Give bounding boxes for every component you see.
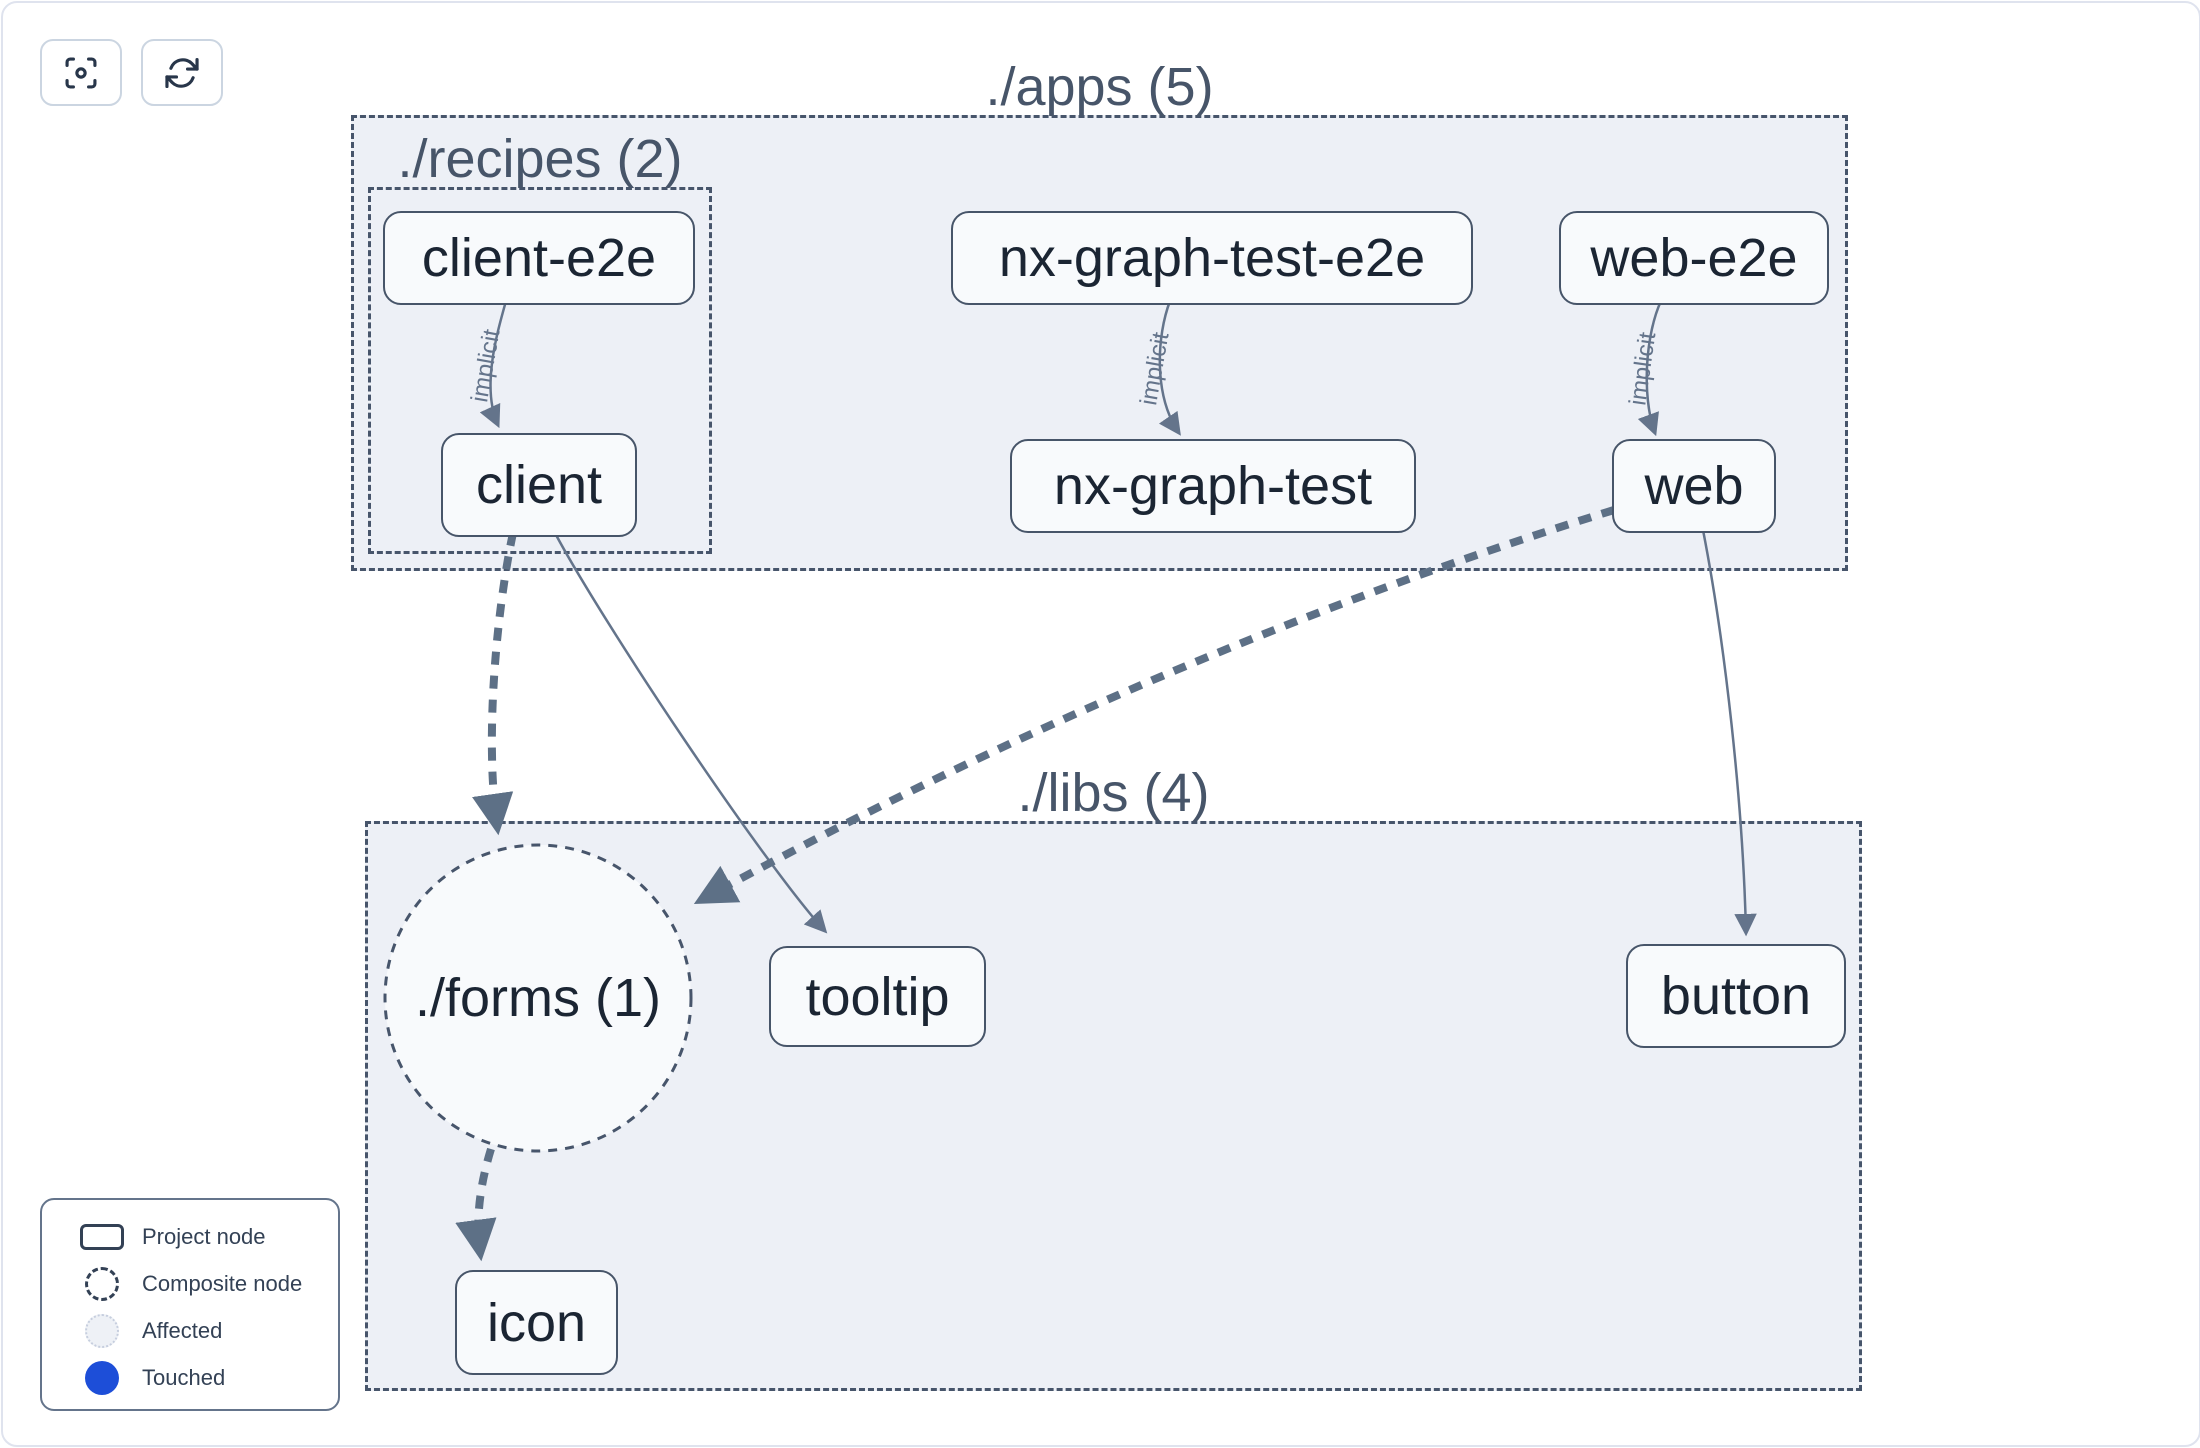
- edge-client-to-forms[interactable]: [472, 532, 517, 836]
- affected-swatch: [85, 1313, 119, 1348]
- edge-client-to-tooltip[interactable]: [553, 532, 828, 934]
- group-recipes: ./recipes (2): [368, 129, 712, 554]
- node-web-e2e[interactable]: web-e2e: [1559, 211, 1829, 305]
- focus-button[interactable]: [40, 39, 122, 106]
- legend: Project node Composite node Affected Tou…: [40, 1198, 340, 1411]
- legend-item-composite-node: Composite node: [42, 1260, 338, 1307]
- toolbar: [40, 39, 223, 106]
- edge-web-to-button[interactable]: [1701, 529, 1757, 937]
- legend-item-project-node: Project node: [42, 1213, 338, 1260]
- composite-node-forms-label[interactable]: ./forms (1): [414, 968, 661, 1028]
- legend-label: Project node: [142, 1223, 266, 1249]
- group-libs-title: ./libs (4): [1017, 763, 1210, 823]
- legend-label: Composite node: [142, 1270, 303, 1296]
- node-icon[interactable]: icon: [455, 1270, 618, 1375]
- composite-node-swatch: [85, 1266, 119, 1301]
- edge-client-e2e-to-client[interactable]: [479, 300, 508, 429]
- edge-web-e2e-to-web[interactable]: [1637, 300, 1663, 437]
- edge-forms-to-icon[interactable]: [455, 1147, 497, 1262]
- group-recipes-title: ./recipes (2): [397, 129, 683, 189]
- node-button[interactable]: button: [1626, 944, 1846, 1048]
- legend-label: Affected: [142, 1317, 223, 1343]
- node-client-e2e[interactable]: client-e2e: [383, 211, 695, 305]
- project-node-swatch: [80, 1223, 124, 1250]
- edge-nx-graph-test-e2e-to-nx-graph-test[interactable]: [1158, 300, 1181, 436]
- node-nx-graph-test[interactable]: nx-graph-test: [1010, 439, 1416, 533]
- focus-crosshair-icon: [65, 56, 97, 89]
- legend-label: Touched: [142, 1364, 226, 1390]
- node-nx-graph-test-e2e[interactable]: nx-graph-test-e2e: [951, 211, 1473, 305]
- refresh-icon: [165, 57, 199, 88]
- node-client[interactable]: client: [441, 433, 637, 537]
- node-web[interactable]: web: [1612, 439, 1776, 533]
- touched-swatch: [85, 1360, 119, 1395]
- legend-item-touched: Touched: [42, 1354, 338, 1401]
- group-apps-title: ./apps (5): [985, 57, 1214, 117]
- refresh-button[interactable]: [141, 39, 223, 106]
- legend-item-affected: Affected: [42, 1307, 338, 1354]
- edge-web-to-forms[interactable]: [693, 506, 1616, 904]
- node-tooltip[interactable]: tooltip: [769, 946, 986, 1047]
